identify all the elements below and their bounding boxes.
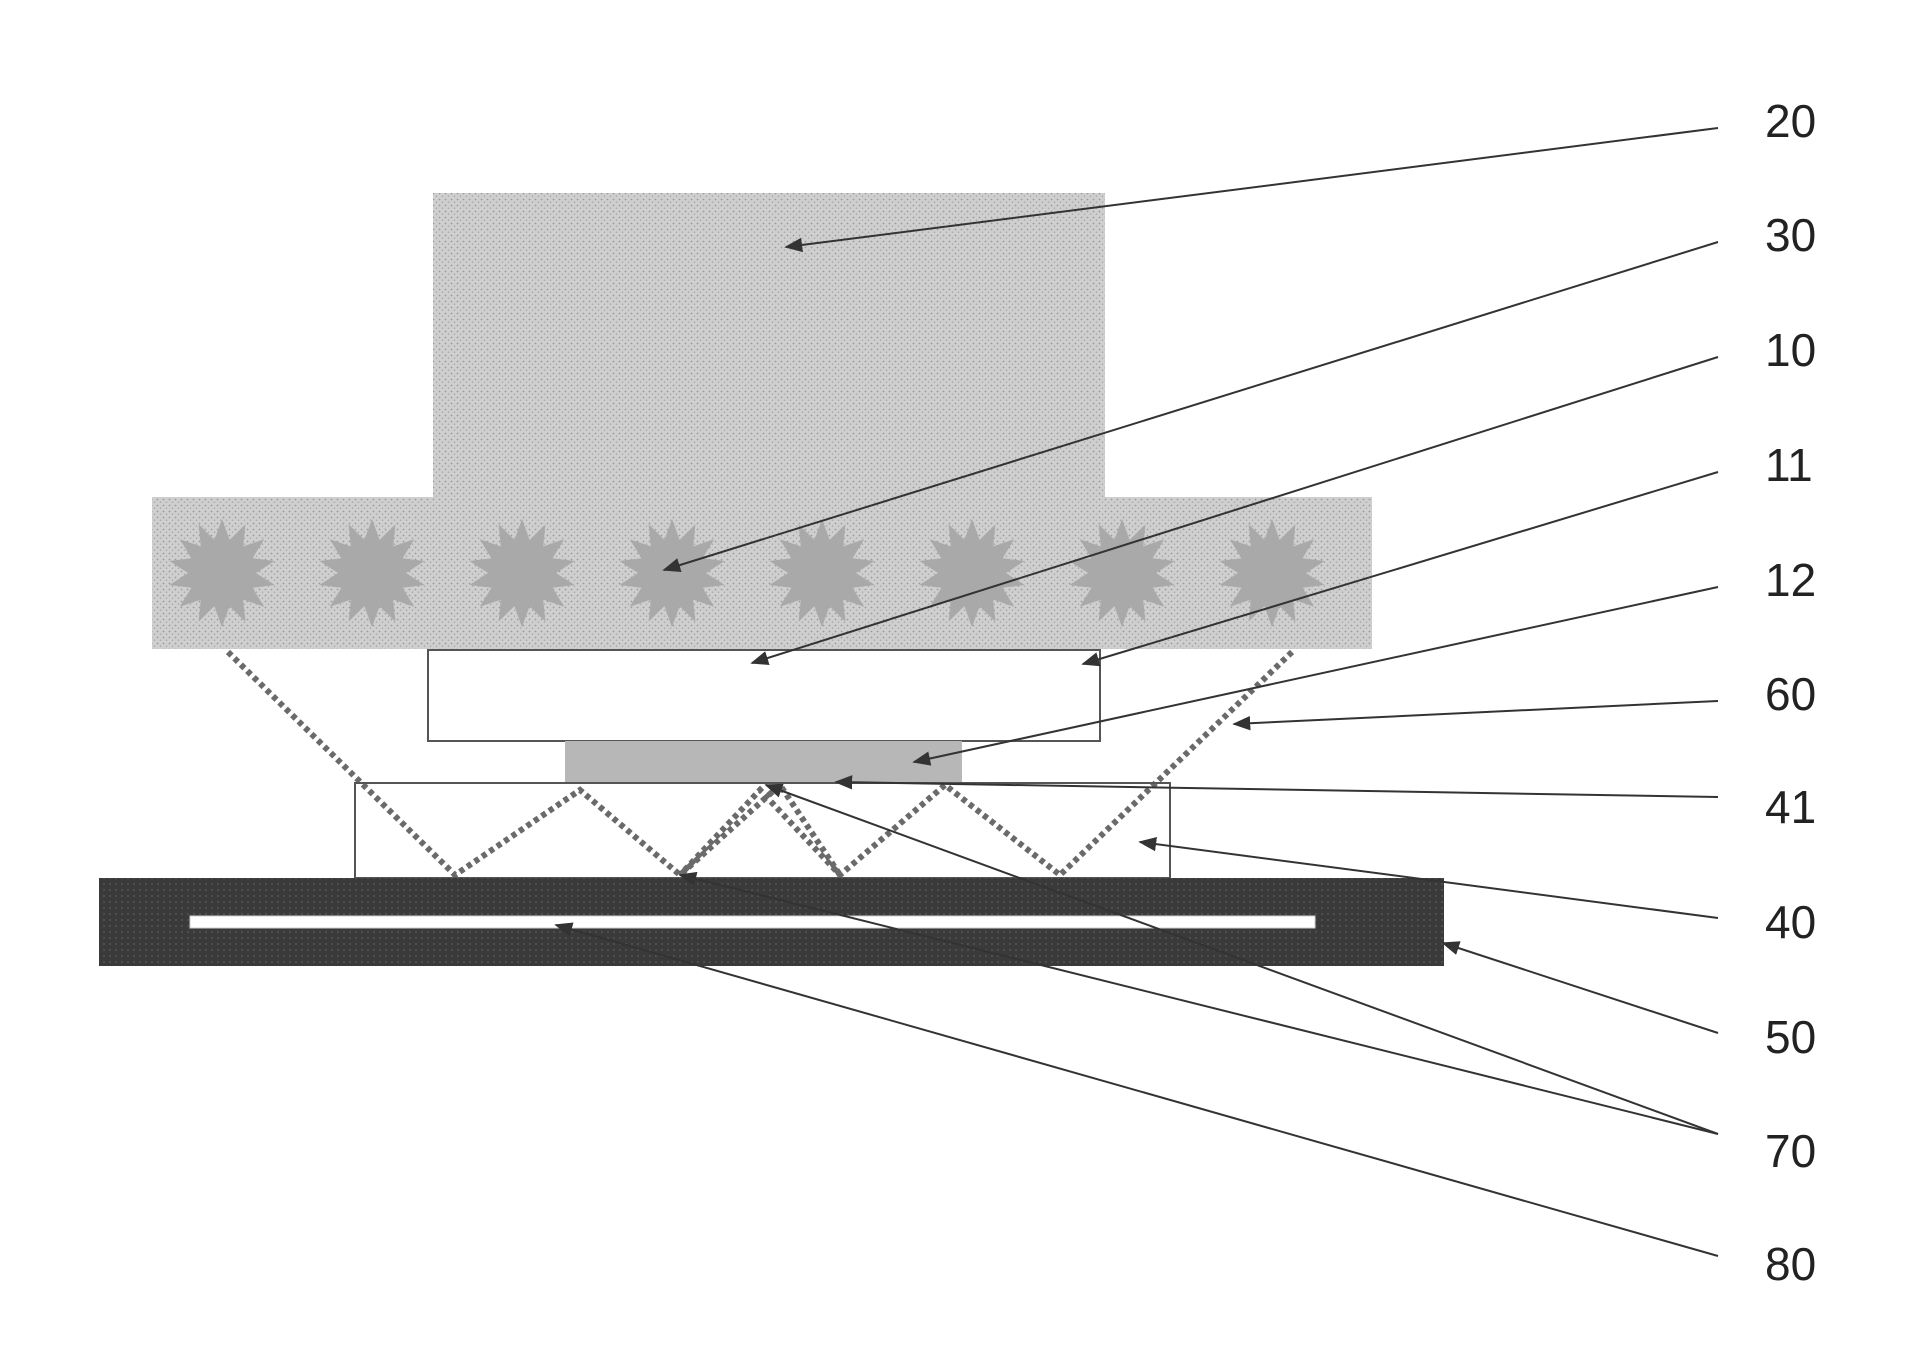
label-12: 12 (1765, 554, 1816, 606)
label-50: 50 (1765, 1011, 1816, 1063)
label-41: 41 (1765, 781, 1816, 833)
label-10: 10 (1765, 324, 1816, 376)
leader-20 (786, 128, 1718, 247)
layer-30 (152, 497, 1372, 649)
label-11: 11 (1765, 439, 1813, 491)
label-60: 60 (1765, 668, 1816, 720)
label-30: 30 (1765, 209, 1816, 261)
label-40: 40 (1765, 896, 1816, 948)
element-10 (428, 650, 1100, 741)
label-20: 20 (1765, 95, 1816, 147)
label-70: 70 (1765, 1125, 1816, 1177)
layer-12 (565, 741, 962, 783)
leader-60 (1234, 701, 1718, 724)
label-80: 80 (1765, 1238, 1816, 1290)
reference-labels: 20 30 10 11 12 60 41 40 50 70 80 (1765, 95, 1816, 1290)
leader-41 (836, 782, 1718, 797)
block-20 (433, 193, 1105, 503)
conductor-80 (190, 916, 1315, 928)
leader-50 (1443, 943, 1718, 1033)
